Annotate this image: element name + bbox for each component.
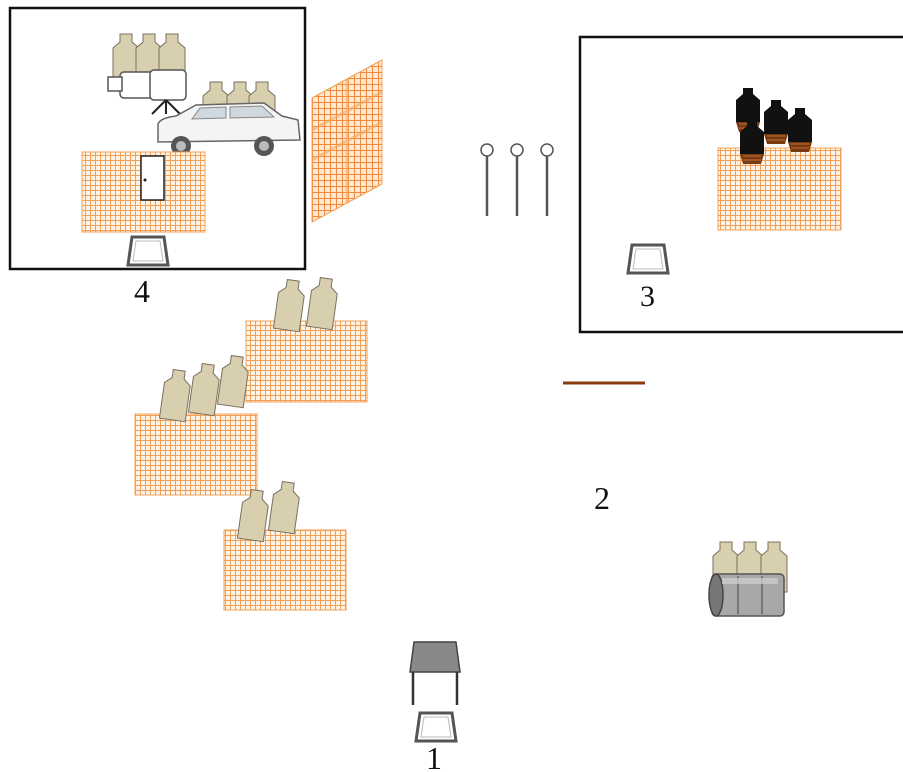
station-2-label: 2	[594, 480, 610, 516]
barrel-icon	[708, 541, 788, 617]
car-icon	[157, 81, 301, 156]
mesh-wall	[134, 413, 258, 496]
pin-stand-icon	[479, 142, 555, 218]
angled-mesh-wall	[311, 59, 383, 223]
shooting-box-icon	[126, 235, 170, 267]
shooting-box-icon	[414, 711, 458, 743]
mesh-wall	[717, 147, 842, 231]
station-1-label: 1	[426, 740, 442, 772]
station-3-label: 3	[640, 280, 655, 313]
shooting-box-icon	[626, 243, 670, 275]
stage-4-frame	[8, 6, 307, 271]
station-4-label: 4	[134, 273, 150, 309]
silhouette-target-icon	[158, 354, 251, 423]
stage-3-frame	[578, 35, 903, 334]
mesh-wall	[245, 320, 368, 403]
table-icon	[409, 641, 461, 705]
mesh-wall	[223, 529, 347, 611]
video-camera-icon	[107, 33, 187, 115]
door-icon	[140, 155, 165, 201]
